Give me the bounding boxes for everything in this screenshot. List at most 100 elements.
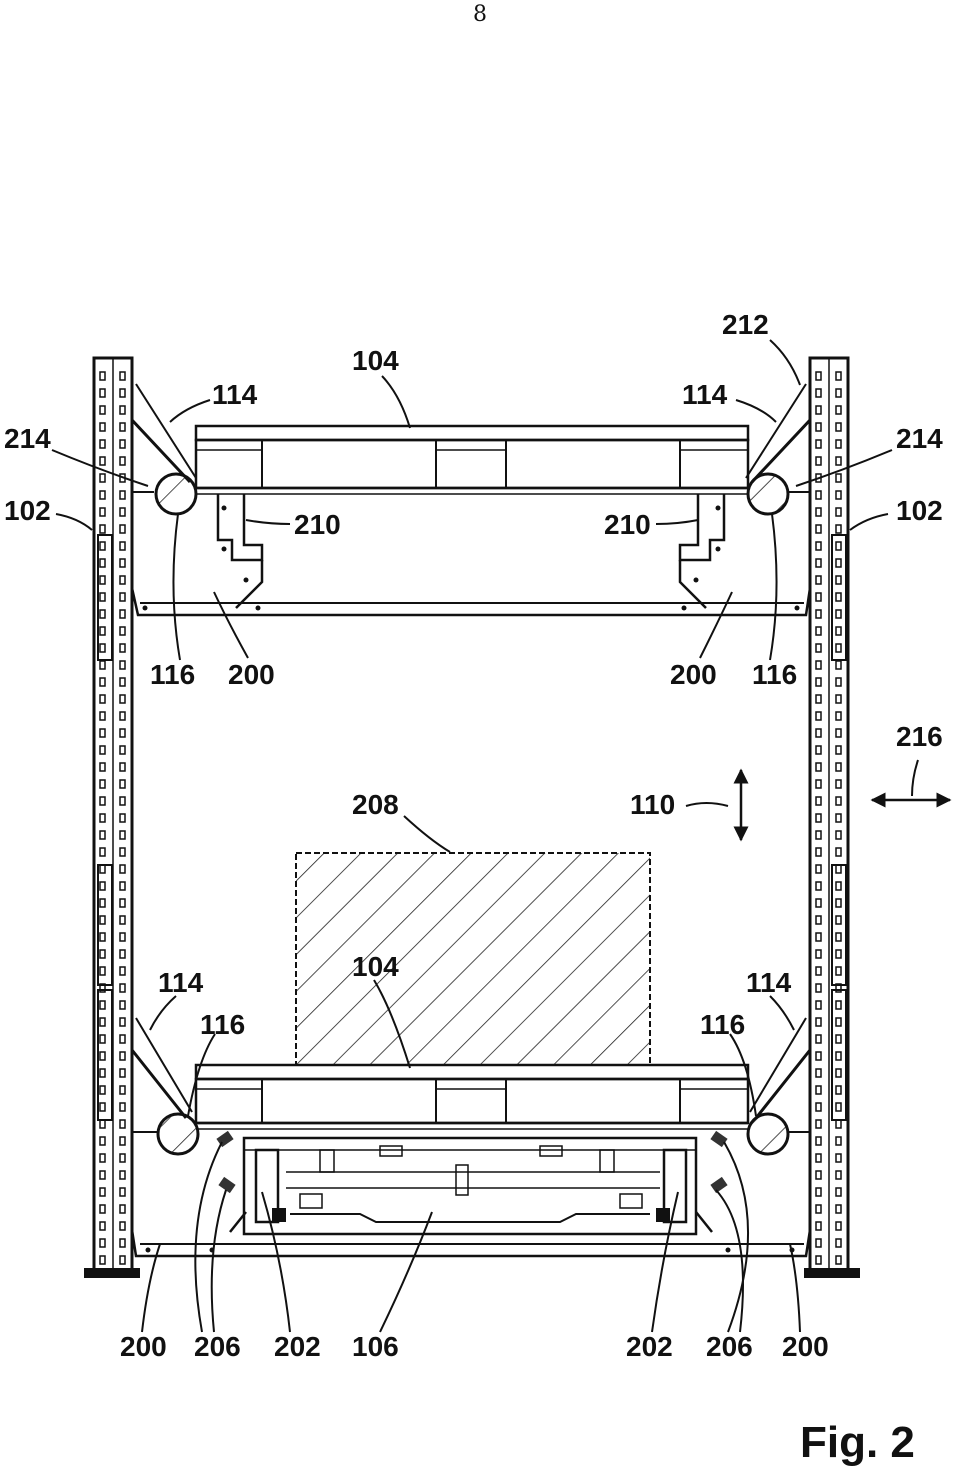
label-210-left: 210 <box>294 509 341 540</box>
upright-hole <box>99 1000 106 1010</box>
upright-hole <box>815 1153 822 1163</box>
upright-hole <box>119 524 126 534</box>
upright-hole <box>99 541 106 551</box>
upright-hole <box>99 728 106 738</box>
upright-hole <box>815 915 822 925</box>
upright-hole <box>835 1170 842 1180</box>
label-214-right: 214 <box>896 423 943 454</box>
upright-hole <box>119 728 126 738</box>
upright-hole <box>99 473 106 483</box>
upright-hole <box>99 966 106 976</box>
label-202-right: 202 <box>626 1331 673 1362</box>
upright-hole <box>835 592 842 602</box>
upright-hole <box>835 881 842 891</box>
upright-hole <box>99 439 106 449</box>
upright-hole <box>835 1255 842 1265</box>
label-116-bottom-right: 116 <box>700 1009 745 1040</box>
upright-hole <box>835 405 842 415</box>
upright-hole <box>119 626 126 636</box>
label-206-right: 206 <box>706 1331 753 1362</box>
label-212: 212 <box>722 309 769 340</box>
upright-hole <box>815 1136 822 1146</box>
upright-hole <box>835 1068 842 1078</box>
upright-hole <box>99 1187 106 1197</box>
upright-hole <box>835 1051 842 1061</box>
upright-hole <box>815 1102 822 1112</box>
upright-hole <box>815 813 822 823</box>
upright-hole <box>119 456 126 466</box>
upright-hole <box>815 541 822 551</box>
upright-hole <box>119 1221 126 1231</box>
upright-hole <box>815 762 822 772</box>
upright-hole <box>119 677 126 687</box>
page-number: 8 <box>473 2 487 27</box>
right-upright-holes <box>815 371 842 1265</box>
upright-hole <box>815 949 822 959</box>
upright-hole <box>835 949 842 959</box>
upright-hole <box>119 813 126 823</box>
upright-hole <box>119 1068 126 1078</box>
upright-hole <box>119 405 126 415</box>
lower-arms-114 <box>130 1012 812 1119</box>
upright-hole <box>835 541 842 551</box>
upright-hole <box>119 439 126 449</box>
upright-hole <box>815 966 822 976</box>
upright-hole <box>119 915 126 925</box>
label-206-left: 206 <box>194 1331 241 1362</box>
upright-hole <box>119 592 126 602</box>
upright-hole <box>119 711 126 721</box>
lower-pallet-104 <box>194 1063 750 1125</box>
load-208 <box>295 852 651 1066</box>
upright-hole <box>119 660 126 670</box>
upright-hole <box>815 1017 822 1027</box>
upright-hole <box>99 949 106 959</box>
upright-hole <box>99 1119 106 1129</box>
upright-hole <box>99 1017 106 1027</box>
upright-hole <box>835 660 842 670</box>
label-106: 106 <box>352 1331 399 1362</box>
lower-carrier-200 <box>130 1121 812 1258</box>
upright-hole <box>835 677 842 687</box>
upright-hole <box>835 728 842 738</box>
upright-hole <box>99 745 106 755</box>
upright-hole <box>835 388 842 398</box>
upright-hole <box>835 490 842 500</box>
upright-hole <box>99 643 106 653</box>
right-upright-102 <box>804 356 860 1278</box>
upright-hole <box>835 898 842 908</box>
upper-right-roller-116 <box>746 472 810 516</box>
upright-hole <box>119 932 126 942</box>
upright-hole <box>835 456 842 466</box>
upright-hole <box>815 456 822 466</box>
upright-hole <box>815 439 822 449</box>
figure-label: Fig. 2 <box>800 1418 915 1467</box>
upright-hole <box>835 1017 842 1027</box>
upright-hole <box>835 762 842 772</box>
upper-arms-114 <box>130 378 812 484</box>
upright-hole <box>815 745 822 755</box>
label-200-bottom-left: 200 <box>120 1331 167 1362</box>
upright-hole <box>815 1204 822 1214</box>
upright-hole <box>119 643 126 653</box>
upright-hole <box>815 592 822 602</box>
upright-hole <box>99 847 106 857</box>
upright-hole <box>119 1085 126 1095</box>
upright-hole <box>119 949 126 959</box>
upright-hole <box>99 592 106 602</box>
label-116-bottom-left: 116 <box>200 1009 245 1040</box>
upright-hole <box>119 762 126 772</box>
upright-hole <box>119 898 126 908</box>
label-200-bottom-right: 200 <box>782 1331 829 1362</box>
label-116-top-left: 116 <box>150 659 195 690</box>
label-208: 208 <box>352 789 399 820</box>
upright-hole <box>835 1204 842 1214</box>
lower-right-roller-116 <box>746 1112 810 1156</box>
upright-hole <box>815 507 822 517</box>
upright-hole <box>815 1051 822 1061</box>
upright-hole <box>815 779 822 789</box>
upright-hole <box>119 541 126 551</box>
reference-numerals: 212 104 114 114 214 214 102 102 210 210 … <box>4 309 943 1362</box>
upright-hole <box>99 660 106 670</box>
upright-hole <box>119 609 126 619</box>
label-214-left: 214 <box>4 423 51 454</box>
